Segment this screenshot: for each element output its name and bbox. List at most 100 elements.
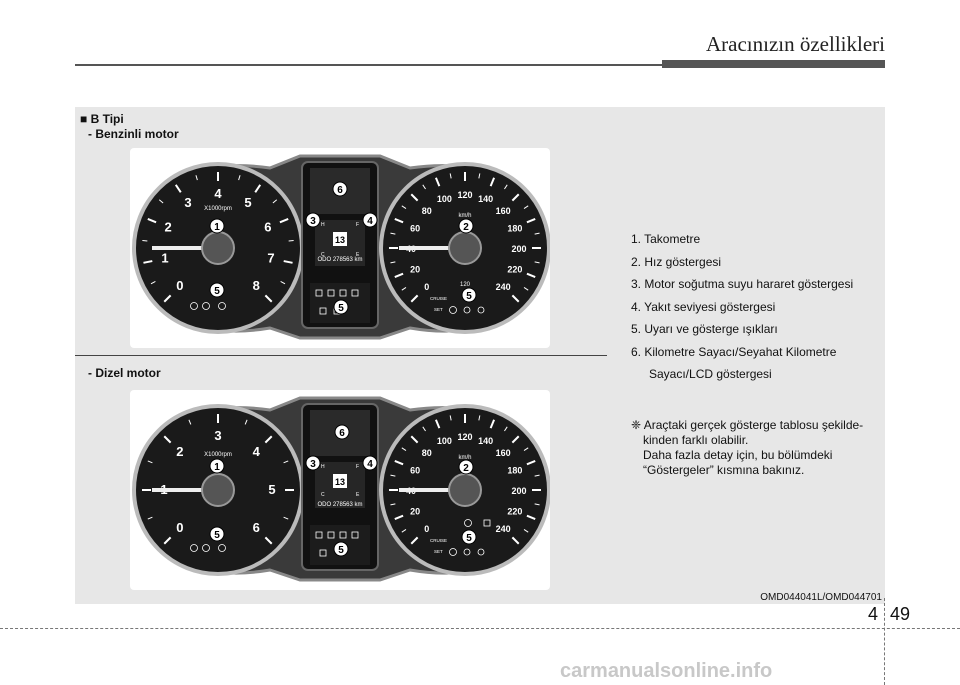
speed-label: 0 bbox=[424, 524, 429, 534]
abs-icon bbox=[477, 306, 485, 314]
speed-label: 100 bbox=[437, 194, 452, 204]
glow-plug-icon bbox=[464, 519, 472, 527]
tach-hub bbox=[201, 231, 235, 265]
temp-c: C bbox=[321, 252, 325, 258]
speed-label: 200 bbox=[511, 486, 526, 496]
fuel-e: E bbox=[356, 492, 360, 498]
tach-tick bbox=[279, 217, 289, 224]
tach-tick bbox=[283, 460, 289, 464]
tach-label: 1 bbox=[161, 251, 168, 266]
callout-5c: 5 bbox=[338, 303, 344, 314]
speed-label: 200 bbox=[511, 244, 526, 254]
speed-tick bbox=[394, 514, 404, 521]
rear-fog-icon bbox=[218, 544, 226, 552]
speed-label: 100 bbox=[437, 436, 452, 446]
type-label: ■ B Tipi bbox=[80, 112, 124, 126]
tach-tick bbox=[244, 419, 248, 425]
list-item: 6. Kilometre Sayacı/Seyahat Kilometre bbox=[631, 344, 837, 359]
tach-label: 0 bbox=[176, 520, 183, 535]
speed-tick bbox=[523, 205, 529, 209]
speed-label: 240 bbox=[496, 282, 511, 292]
speed-unit: km/h bbox=[458, 455, 471, 461]
speed-tick bbox=[410, 294, 419, 303]
fuel-f: F bbox=[356, 464, 359, 470]
fog-light-icon bbox=[202, 544, 210, 552]
headlight-icon bbox=[190, 302, 198, 310]
fog-light-icon bbox=[202, 302, 210, 310]
temp-c: C bbox=[321, 492, 325, 498]
speed-label: 180 bbox=[507, 223, 522, 233]
speed-tick bbox=[434, 419, 441, 429]
battery-icon bbox=[319, 549, 327, 557]
list-item: 5. Uyarı ve gösterge ışıkları bbox=[631, 322, 778, 336]
speed-label: 60 bbox=[410, 465, 420, 475]
abs-icon bbox=[477, 548, 485, 556]
parking-brake-icon bbox=[449, 306, 457, 314]
tach-tick bbox=[272, 199, 278, 204]
tach-label: 0 bbox=[176, 278, 183, 293]
speed-label: 60 bbox=[410, 223, 420, 233]
diesel-tach-ticks bbox=[142, 414, 294, 545]
set-label: SET bbox=[434, 549, 443, 554]
speed-label: 80 bbox=[422, 206, 432, 216]
speed-tick bbox=[534, 503, 540, 506]
speed-hub bbox=[448, 231, 482, 265]
note-line: kinden farklı olabilir. bbox=[643, 433, 749, 447]
speed-tick bbox=[511, 536, 520, 545]
speed-tick bbox=[390, 261, 396, 264]
callout-5b: 5 bbox=[466, 533, 472, 544]
tach-tick bbox=[147, 460, 153, 464]
list-item: Sayacı/LCD göstergesi bbox=[649, 367, 772, 381]
tach-tick bbox=[147, 217, 157, 224]
speed-tick bbox=[523, 287, 529, 291]
speed-tick bbox=[401, 529, 407, 533]
tach-tick bbox=[143, 260, 153, 264]
speed-tick bbox=[534, 474, 540, 477]
speed-tick bbox=[504, 184, 508, 190]
tach-label: 7 bbox=[267, 251, 274, 266]
speed-tick bbox=[534, 261, 540, 264]
speed-tick bbox=[523, 529, 529, 533]
tach-hub bbox=[201, 473, 235, 507]
callout-2: 2 bbox=[463, 463, 469, 474]
seatbelt-icon bbox=[315, 289, 323, 297]
speed-tick bbox=[394, 272, 404, 279]
tach-tick bbox=[283, 516, 289, 520]
speed-tick bbox=[410, 193, 419, 202]
speed-tick bbox=[478, 415, 481, 421]
component-list: 1. Takometre 2. Hız göstergesi 3. Motor … bbox=[631, 228, 853, 386]
speed-tick bbox=[511, 435, 520, 444]
speed-label: 120 bbox=[457, 432, 472, 442]
odometer: ODO 278563 km bbox=[317, 257, 362, 263]
speed-tick bbox=[401, 287, 407, 291]
rear-fog-icon bbox=[218, 302, 226, 310]
cruise-speed: 120 bbox=[460, 282, 471, 288]
tach-tick bbox=[188, 419, 192, 425]
speed-tick bbox=[478, 173, 481, 179]
speed-tick bbox=[401, 205, 407, 209]
speed-tick bbox=[511, 193, 520, 202]
tach-tick bbox=[163, 294, 172, 303]
tach-tick bbox=[238, 175, 241, 181]
speed-tick bbox=[511, 294, 520, 303]
speed-label: 220 bbox=[507, 265, 522, 275]
fuel-e: E bbox=[356, 252, 360, 258]
diesel-label: - Dizel motor bbox=[88, 366, 161, 380]
speed-tick bbox=[449, 173, 452, 179]
speed-tick bbox=[390, 474, 396, 477]
tach-label: 6 bbox=[264, 219, 271, 234]
tach-tick bbox=[147, 516, 153, 520]
speed-tick bbox=[434, 177, 441, 187]
speed-label: 180 bbox=[507, 465, 522, 475]
tach-unit: X1000rpm bbox=[204, 452, 232, 458]
esc-icon bbox=[463, 306, 471, 314]
tach-label: 3 bbox=[184, 195, 191, 210]
parking-brake-icon bbox=[449, 548, 457, 556]
note-line: “Göstergeler” kısmına bakınız. bbox=[643, 463, 805, 477]
tach-tick bbox=[174, 184, 182, 193]
tach-tick bbox=[264, 536, 273, 545]
speed-tick bbox=[534, 232, 540, 235]
tach-tick bbox=[280, 281, 286, 285]
temp-h: H bbox=[321, 222, 325, 228]
